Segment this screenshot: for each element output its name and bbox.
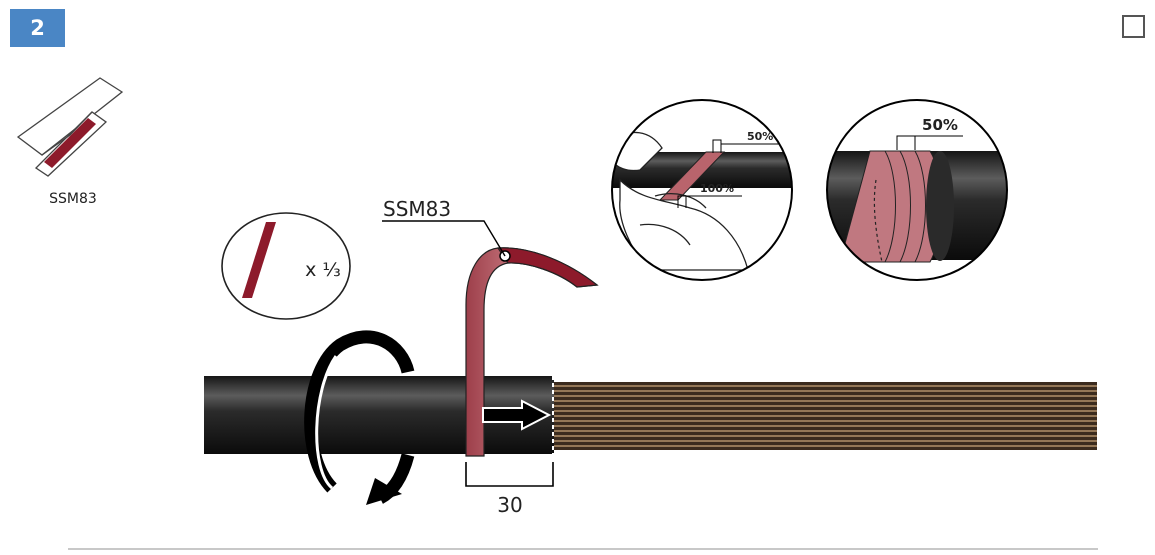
- quantity-label: x ⅓: [305, 259, 341, 281]
- tape-strip: [465, 247, 599, 457]
- direction-arrow: [482, 399, 552, 431]
- detail-overlap-wrapping: [826, 99, 1008, 281]
- tape-piece-icon: [242, 222, 276, 298]
- detail-hand-full-label: 100%: [700, 182, 734, 195]
- detail-hand-overlap-label: 50%: [747, 130, 773, 143]
- bottom-divider: [68, 548, 1098, 550]
- step-number-badge: 2: [10, 9, 65, 47]
- tape-product-icon: [16, 77, 124, 177]
- step-done-checkbox[interactable]: [1122, 15, 1145, 38]
- callout-dot: [499, 250, 511, 262]
- callout-label: SSM83: [383, 197, 451, 221]
- quantity-bubble: [221, 212, 351, 320]
- conductor-strands: [552, 382, 1097, 450]
- rotation-arrow: [304, 330, 415, 505]
- dimension-line: [465, 462, 554, 487]
- detail-hand-wrapping: [611, 99, 793, 281]
- dimension-value: 30: [497, 493, 522, 517]
- product-label: SSM83: [49, 191, 97, 207]
- detail-wrap-overlap-label: 50%: [922, 116, 958, 134]
- callout-leader: [382, 220, 506, 257]
